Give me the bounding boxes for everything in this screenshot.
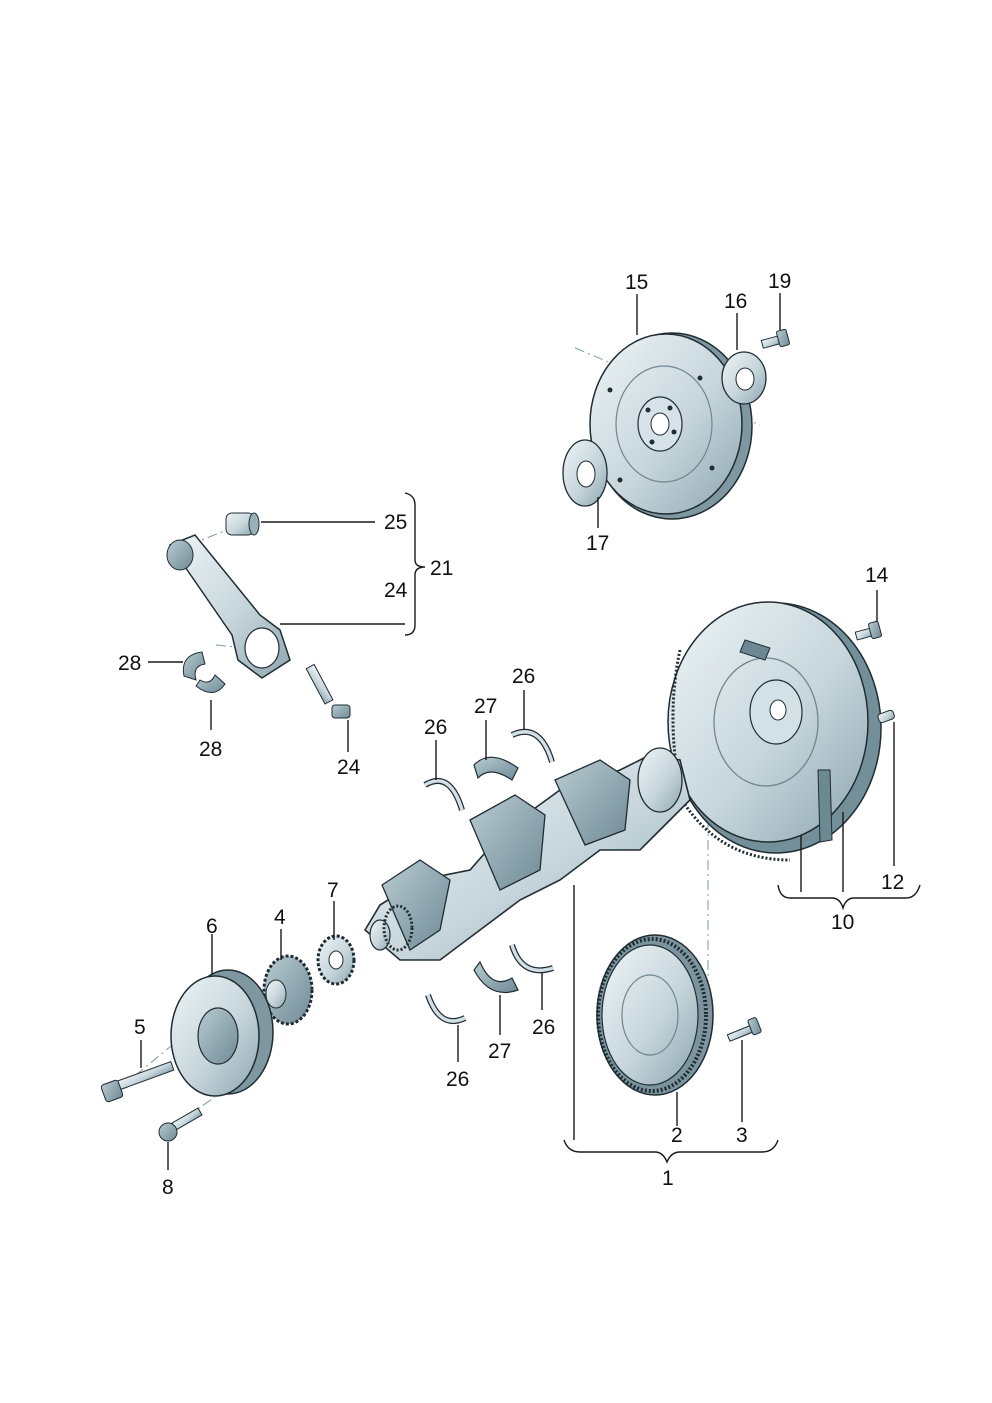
washer-plate-part-17 bbox=[562, 439, 608, 507]
bolt-part-5 bbox=[100, 1060, 175, 1103]
callout-12: 12 bbox=[881, 871, 904, 894]
callout-26-lower-right: 26 bbox=[532, 1016, 555, 1039]
dual-mass-flywheel-part-10 bbox=[667, 601, 882, 862]
drive-plate-part-2 bbox=[596, 934, 714, 1096]
callout-8: 8 bbox=[162, 1176, 174, 1199]
group-braces bbox=[404, 492, 921, 1164]
bolt-part-8 bbox=[158, 1107, 203, 1142]
sprocket-part-4 bbox=[262, 954, 314, 1026]
bolt-part-3 bbox=[726, 1017, 762, 1042]
pulley-part-6 bbox=[170, 969, 274, 1097]
callout-3: 3 bbox=[736, 1124, 748, 1147]
callout-21: 21 bbox=[430, 557, 453, 580]
callout-15: 15 bbox=[625, 271, 648, 294]
callout-27-lower: 27 bbox=[488, 1040, 511, 1063]
callout-5: 5 bbox=[134, 1016, 146, 1039]
callout-2: 2 bbox=[671, 1124, 683, 1147]
bushing-part-25 bbox=[225, 512, 260, 536]
bolt-part-19 bbox=[760, 328, 790, 349]
callout-16: 16 bbox=[724, 290, 747, 313]
callout-7: 7 bbox=[327, 879, 339, 902]
callout-19: 19 bbox=[768, 270, 791, 293]
pin-part-12 bbox=[877, 709, 895, 724]
callout-6: 6 bbox=[206, 915, 218, 938]
callout-14: 14 bbox=[865, 564, 889, 587]
callout-26-lower-left: 26 bbox=[446, 1068, 469, 1091]
callout-24-bolt: 24 bbox=[337, 756, 361, 779]
leader-lines bbox=[140, 293, 895, 1170]
callout-26-upper-left: 26 bbox=[424, 716, 447, 739]
conrod-bearing-shells-part-28 bbox=[182, 651, 226, 693]
callout-labels: 15 16 19 17 25 21 24 28 28 24 26 27 26 2… bbox=[118, 270, 904, 1199]
callout-28-lower: 28 bbox=[199, 738, 222, 761]
callout-28-upper: 28 bbox=[118, 652, 141, 675]
callout-1: 1 bbox=[662, 1167, 674, 1190]
bolt-part-24 bbox=[305, 663, 351, 719]
washer-plate-part-16 bbox=[721, 351, 767, 405]
callout-10: 10 bbox=[831, 911, 854, 934]
flywheel-part-15 bbox=[589, 332, 753, 520]
callout-24-rod: 24 bbox=[384, 579, 408, 602]
sprocket-part-7 bbox=[316, 934, 356, 986]
callout-26-upper-right: 26 bbox=[512, 665, 535, 688]
callout-17: 17 bbox=[586, 532, 609, 555]
bolt-part-14 bbox=[854, 620, 882, 641]
callout-27-upper: 27 bbox=[474, 695, 497, 718]
callout-25: 25 bbox=[384, 511, 407, 534]
callout-4: 4 bbox=[274, 906, 286, 929]
connecting-rod-part-24 bbox=[166, 534, 291, 679]
crankshaft bbox=[363, 747, 691, 961]
